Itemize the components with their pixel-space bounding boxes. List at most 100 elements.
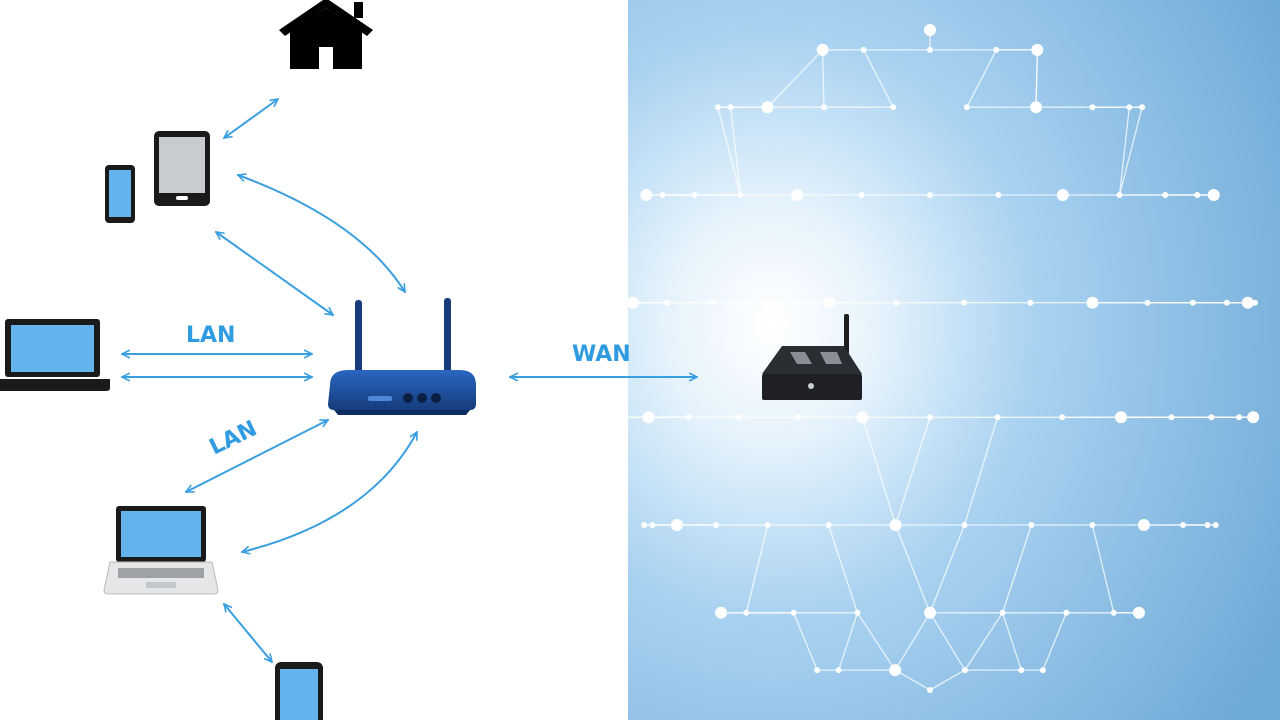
mesh-node <box>893 299 900 306</box>
mesh-node <box>791 189 804 201</box>
mesh-node <box>1251 299 1258 306</box>
mesh-node <box>649 522 656 528</box>
mesh-line <box>894 524 931 614</box>
mesh-node <box>1189 299 1196 306</box>
mesh-node <box>1034 46 1041 53</box>
mesh-node <box>709 299 716 306</box>
mesh-node <box>963 104 970 111</box>
mesh-node <box>1212 522 1219 528</box>
mesh-node <box>761 101 774 114</box>
wan-label: WAN <box>572 342 631 367</box>
mesh-node <box>603 414 610 421</box>
mesh-node <box>1204 522 1211 528</box>
mesh-node <box>713 522 720 528</box>
mesh-node <box>858 192 865 198</box>
mesh-node <box>1137 519 1150 531</box>
mesh-node <box>924 606 936 619</box>
mesh-node <box>737 192 744 198</box>
mesh-node <box>1027 299 1034 306</box>
mesh-node <box>1180 522 1187 528</box>
mesh-node <box>927 192 933 198</box>
phone-icon-2 <box>275 662 323 720</box>
mesh-node <box>764 299 771 306</box>
mesh-line <box>828 524 859 613</box>
mesh-node <box>627 296 640 309</box>
mesh-node <box>715 606 728 619</box>
mesh-node <box>1028 522 1035 528</box>
mesh-node <box>1089 104 1096 111</box>
mesh-node <box>993 46 1000 53</box>
mesh-line <box>1118 107 1130 196</box>
arrow-tablet-router <box>237 173 406 293</box>
mesh-line <box>894 612 931 671</box>
mesh-line <box>963 417 999 526</box>
mesh-node <box>1236 414 1243 421</box>
mesh-node <box>860 46 867 53</box>
mesh-line <box>1001 524 1032 613</box>
mesh-node <box>889 664 902 677</box>
mesh-line <box>793 612 818 671</box>
mesh-node <box>961 667 968 674</box>
mesh-node <box>1110 609 1117 616</box>
mesh-node <box>642 411 655 424</box>
phone-icon <box>105 165 135 223</box>
mesh-line <box>856 612 896 671</box>
mesh-node <box>825 522 832 528</box>
mesh-node <box>1115 411 1128 424</box>
mesh-node <box>1223 299 1230 306</box>
mesh-node <box>1116 192 1123 198</box>
mesh-node <box>794 414 801 421</box>
mesh-node <box>617 414 624 421</box>
arrow-laptop2-router-2 <box>241 431 418 555</box>
mesh-node <box>727 104 734 111</box>
laptop-icon <box>0 319 110 391</box>
mesh-node <box>889 519 902 531</box>
mesh-node <box>685 414 692 421</box>
mesh-node <box>1063 609 1070 616</box>
mesh-line <box>1035 49 1038 108</box>
mesh-node <box>999 609 1006 616</box>
mesh-node <box>1168 414 1175 421</box>
mesh-node <box>823 296 836 309</box>
mesh-node <box>890 104 897 111</box>
mesh-line <box>964 612 1004 671</box>
lan-label-diagonal: LAN <box>206 416 261 460</box>
mesh-line <box>929 669 966 691</box>
mesh-node <box>854 609 861 616</box>
laptop-icon-2 <box>103 506 219 595</box>
lan-label-horizontal: LAN <box>186 323 235 348</box>
arrow-house-tablet <box>223 98 279 139</box>
mesh-line <box>1091 524 1115 613</box>
wifi-router-icon <box>328 298 476 415</box>
mesh-node <box>927 687 933 693</box>
mesh-node <box>1162 192 1169 198</box>
tablet-icon <box>154 131 210 206</box>
mesh-node <box>640 189 653 201</box>
globe-network-icon <box>602 0 1280 720</box>
mesh-line <box>966 49 997 108</box>
mesh-node <box>856 411 869 424</box>
mesh-line <box>929 612 966 671</box>
arrow-tablet-router-2 <box>215 231 334 316</box>
mesh-node <box>820 104 827 111</box>
mesh-line <box>767 49 824 108</box>
mesh-line <box>1042 612 1067 671</box>
mesh-node <box>1018 667 1025 674</box>
arrow-laptop2-phone <box>223 603 273 663</box>
mesh-node <box>924 24 936 36</box>
mesh-node <box>664 299 671 306</box>
mesh-line <box>730 107 742 196</box>
house-icon <box>279 0 373 69</box>
mesh-node <box>1126 104 1133 111</box>
mesh-node <box>1194 192 1201 198</box>
mesh-line <box>717 107 742 196</box>
mesh-line <box>838 612 859 671</box>
mesh-node <box>1208 414 1215 421</box>
mesh-node <box>960 299 967 306</box>
mesh-node <box>995 192 1002 198</box>
mesh-line <box>822 49 825 108</box>
mesh-node <box>1030 101 1043 114</box>
mesh-node <box>1250 414 1257 421</box>
mesh-node <box>1059 414 1066 421</box>
